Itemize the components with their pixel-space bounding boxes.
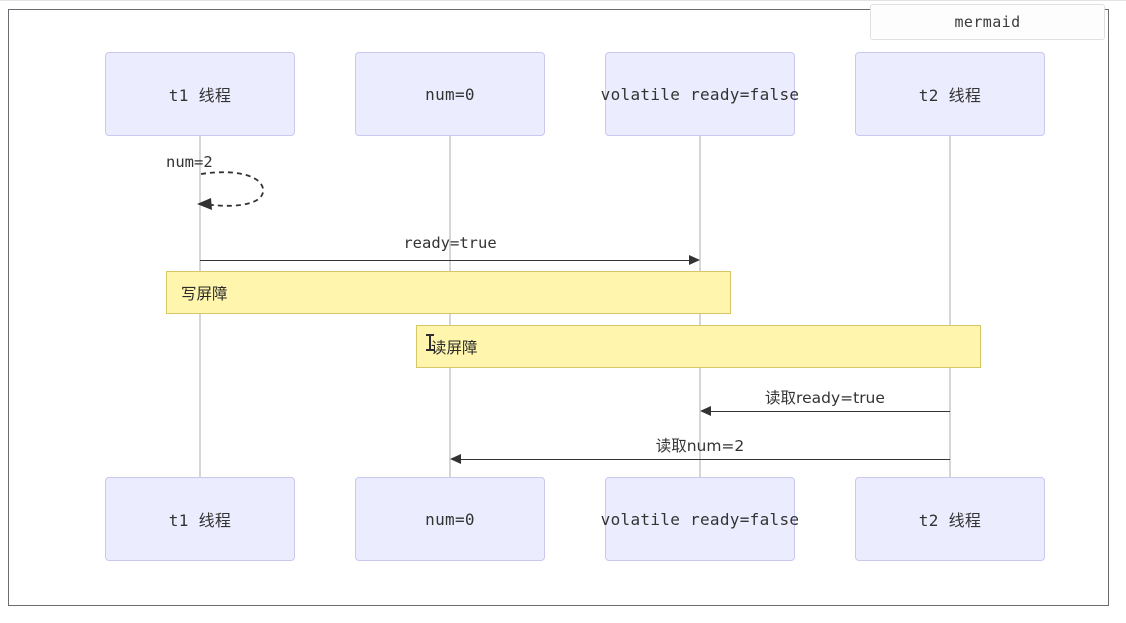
participant-label: volatile ready=false: [600, 84, 800, 104]
message-label-ready-true: ready=true: [403, 234, 497, 252]
message-line-read-num: [461, 459, 950, 460]
participant-label: t2 线程: [918, 511, 982, 530]
message-arrowhead-read-num: [450, 454, 461, 464]
participant-label: t1 线程: [168, 511, 232, 530]
participant-label: t1 线程: [168, 86, 232, 105]
participant-top-volatile[interactable]: volatile ready=false: [601, 52, 799, 136]
participant-top-num[interactable]: num=0: [355, 52, 545, 136]
lifeline-t2: [949, 136, 951, 477]
mermaid-tab-label: mermaid: [954, 13, 1021, 31]
participant-bottom-t1[interactable]: t1 线程: [105, 477, 295, 561]
mermaid-tab[interactable]: mermaid: [870, 4, 1105, 40]
participant-bottom-volatile[interactable]: volatile ready=false: [601, 477, 799, 561]
top-chrome-divider: [0, 0, 1126, 1]
text-cursor: [426, 334, 434, 353]
participant-top-t2[interactable]: t2 线程: [855, 52, 1045, 136]
message-arrowhead-ready-true: [689, 255, 700, 265]
participant-label: t2 线程: [918, 86, 982, 105]
message-line-ready-true: [200, 260, 689, 261]
note-label: 写屏障: [181, 284, 228, 303]
note-read-barrier[interactable]: 读屏障: [416, 325, 981, 368]
message-arrowhead-read-ready: [700, 406, 711, 416]
participant-label: num=0: [425, 509, 475, 529]
participant-bottom-num[interactable]: num=0: [355, 477, 545, 561]
message-line-read-ready: [711, 411, 950, 412]
participant-top-t1[interactable]: t1 线程: [105, 52, 295, 136]
participant-label: num=0: [425, 84, 475, 104]
diagram-frame: [8, 9, 1109, 606]
self-message-label-num2: num=2: [166, 153, 213, 171]
note-label: 读屏障: [431, 338, 478, 357]
participant-label: volatile ready=false: [600, 509, 800, 529]
note-write-barrier[interactable]: 写屏障: [166, 271, 731, 314]
message-label-read-ready: 读取ready=true: [765, 389, 885, 407]
message-label-read-num: 读取num=2: [655, 437, 745, 455]
participant-bottom-t2[interactable]: t2 线程: [855, 477, 1045, 561]
self-message-arrow-num2: [197, 171, 264, 210]
